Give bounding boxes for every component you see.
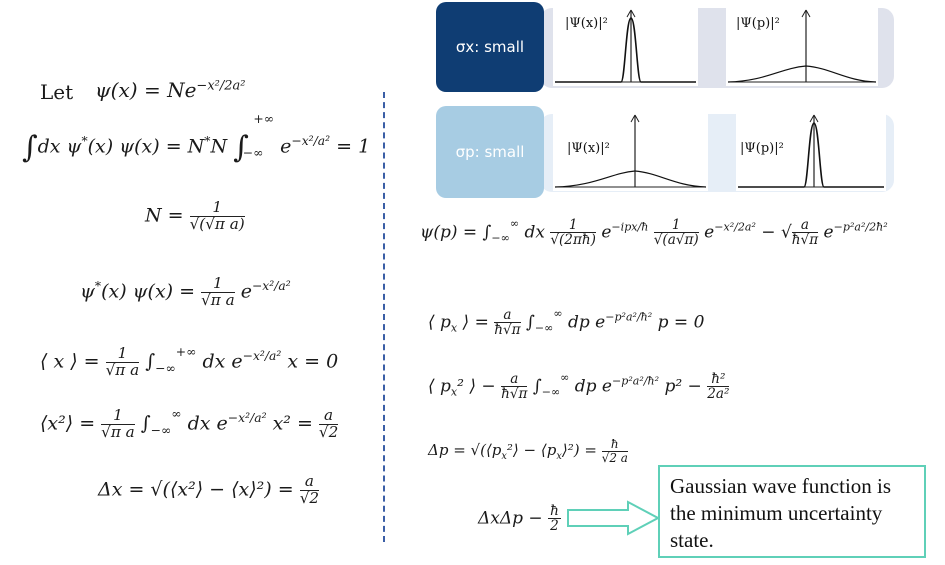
arrow-icon [567,500,660,536]
x-expectation: ⟨ x ⟩ = 1√π a ∫−∞+∞ dx e−x²/a² x = 0 [40,344,339,379]
conclusion-note: Gaussian wave function is the minimum un… [658,465,926,558]
column-divider [383,92,385,542]
psi-definition: ψ(x) = Ne−x²/2a² [95,78,246,102]
x2-expectation: ⟨x²⟩ = 1√π a ∫−∞∞ dx e−x²/a² x² = a√2 [40,406,339,441]
delta-x: Δx = √(⟨x²⟩ − ⟨x⟩²) = a√2 [98,472,320,507]
sigma-p-badge: σp: small [436,106,544,198]
plot-label-psi-p-2: |Ψ(p)|² [740,141,784,156]
plot-psi-p-wide: |Ψ(p)|² [726,8,878,86]
plot-label-psi-x-2: |Ψ(x)|² [567,141,610,156]
phi-p-equation: ψ(p) = ∫−∞∞ dx 1√(2πħ) e−ipx/ħ 1√(a√π) e… [420,216,888,249]
plot-psi-x-wide: |Ψ(x)|² [553,113,708,191]
probability-density: ψ*(x) ψ(x) = 1√π a e−x²/a² [80,274,291,309]
let-label: Let [40,80,74,104]
delta-p: Δp = √(⟨px²⟩ − ⟨px⟩²) = ħ√2 a [428,437,628,465]
sigma-x-badge: σx: small [436,2,544,92]
plot-label-psi-x: |Ψ(x)|² [565,16,608,31]
N-value: N = 1√(√π a) [145,198,245,233]
normalization-equation: ∫dx ψ*(x) ψ(x) = N*N ∫−∞+∞ e−x²/a² = 1 [22,112,371,165]
plot-label-psi-p: |Ψ(p)|² [736,16,780,31]
plot-psi-p-narrow: |Ψ(p)|² [736,113,886,191]
plot-psi-x-narrow: |Ψ(x)|² [553,8,698,86]
